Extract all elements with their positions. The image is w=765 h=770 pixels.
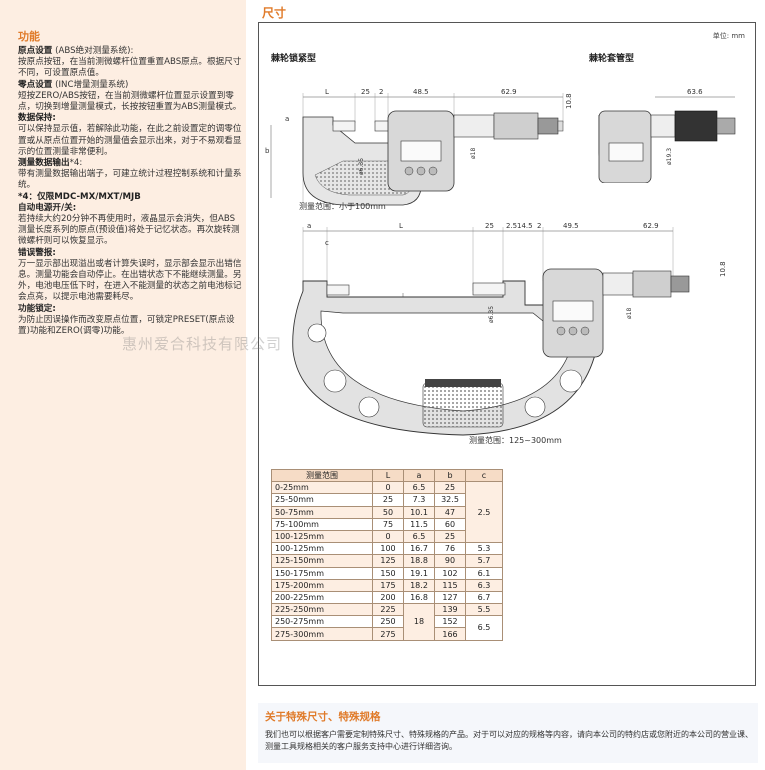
- feature-list: 功能 原点设置 (ABS绝对测量系统):按原点按钮，在当前测微螺杆位置重置ABS…: [18, 30, 242, 337]
- dim-25-large: 25: [485, 222, 494, 230]
- dimensions-box: 单位: mm 棘轮锁紧型 棘轮套管型 L 25 2 48.5 62.9 10.8…: [258, 22, 756, 686]
- feature-section-title: 功能: [18, 30, 40, 43]
- ratchet-stop-label: 棘轮锁紧型: [271, 54, 317, 64]
- feature-item: 零点设置 (INC增量测量系统)短按ZERO/ABS按钮，在当前测微螺杆位置显示…: [18, 79, 242, 113]
- thimble-micrometer-drawing: 63.6 ø19.3: [598, 88, 736, 183]
- col-a: a: [403, 468, 435, 483]
- dim-c-large: c: [325, 239, 329, 247]
- col-b: b: [434, 468, 466, 483]
- special-spec-band: [258, 703, 758, 763]
- svg-text:ø18: ø18: [626, 308, 633, 319]
- dim-48-5: 48.5: [413, 88, 429, 96]
- col-c: c: [465, 468, 503, 483]
- dim-a: a: [285, 115, 289, 123]
- feature-item: 原点设置 (ABS绝对测量系统):按原点按钮，在当前测微螺杆位置重置ABS原点。…: [18, 46, 242, 79]
- special-spec-title: 关于特殊尺寸、特殊规格: [265, 711, 381, 723]
- unit-label: 单位: mm: [712, 32, 745, 40]
- feature-item: 错误警报:万一显示部出现溢出或者计算失误时，显示部会显示出错信息。测量功能会自动…: [18, 247, 242, 303]
- large-range-caption: 测量范围：125~300mm: [469, 436, 562, 445]
- feature-item: 数据保持:可以保持显示值，若解除此功能，在此之前设置定的调零位置或从原点位置开始…: [18, 113, 242, 157]
- svg-text:ø18: ø18: [470, 148, 477, 159]
- dimensions-title: 尺寸: [262, 6, 287, 20]
- dim-62-9: 62.9: [501, 88, 517, 96]
- small-range-caption: 测量范围：小于100mm: [299, 202, 386, 211]
- large-micrometer-drawing: a L c 25 2.5 14.5 2 49.5 62.9 10.8 b ø6.…: [292, 222, 727, 436]
- dim-2-large: 2: [537, 222, 541, 230]
- feature-panel: 功能 原点设置 (ABS绝对测量系统):按原点按钮，在当前测微螺杆位置重置ABS…: [0, 0, 246, 770]
- ratchet-thimble-label: 棘轮套管型: [589, 54, 635, 64]
- dim-2: 2: [379, 88, 383, 96]
- dim-14-5-large: 14.5: [517, 222, 533, 230]
- col-range: 测量范围: [271, 468, 373, 483]
- dim-a-large: a: [307, 222, 311, 230]
- dim-2-5-large: 2.5: [506, 222, 517, 230]
- dim-49-5-large: 49.5: [563, 222, 579, 230]
- feature-item: 功能锁定:为防止因误操作而改变原点位置，可锁定PRESET(原点设置)功能和ZE…: [18, 303, 235, 337]
- feature-footnote: *4：仅限MDC-MX/MXT/MJB: [18, 191, 141, 202]
- feature-item: 测量数据输出*4:带有测量数据输出端子，可建立统计过程控制系统和计量系统。: [18, 158, 242, 191]
- special-spec-text: 我们也可以根据客户需要定制特殊尺寸、特殊规格的产品。对于可以对应的规格等内容，请…: [265, 730, 753, 751]
- small-micrometer-drawing: L 25 2 48.5 62.9 10.8 a c b ø6.35 ø18: [265, 88, 573, 206]
- watermark: 惠州爱合科技有限公司: [122, 335, 283, 353]
- dim-63-6: 63.6: [687, 88, 703, 96]
- svg-text:ø6.35: ø6.35: [488, 306, 495, 323]
- svg-text:ø19.3: ø19.3: [666, 148, 673, 165]
- svg-text:ø6.35: ø6.35: [358, 158, 365, 175]
- col-L: L: [372, 468, 404, 483]
- table-header-row: 测量范围 L a b c: [271, 468, 503, 483]
- dim-L: L: [325, 88, 329, 96]
- dim-62-9-large: 62.9: [643, 222, 659, 230]
- dim-b: b: [265, 147, 270, 155]
- feature-item: 自动电源开/关:若持续大约20分钟不再使用时，液晶显示会消失，但ABS测量长度系…: [18, 202, 240, 247]
- dim-25: 25: [361, 88, 370, 96]
- dim-10-8-large: 10.8: [719, 261, 727, 277]
- dim-10-8: 10.8: [565, 93, 573, 109]
- dim-L-large: L: [399, 222, 403, 230]
